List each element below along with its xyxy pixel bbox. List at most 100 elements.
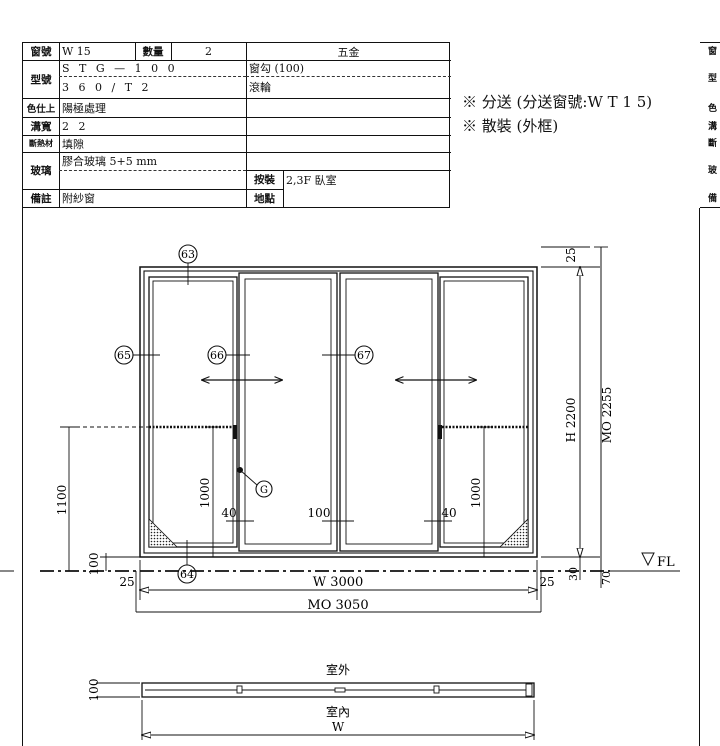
callout-65: 65 (114, 345, 160, 365)
plan-mullion (433, 685, 440, 694)
jointing-value: 填隙 (62, 137, 84, 151)
dim-2255-text: MO 2255 (600, 387, 614, 443)
plan-mullion (236, 685, 243, 694)
note-delivery: ※ 分送 (分送窗號:W T 1 5) (462, 93, 653, 111)
plan-mullion (334, 687, 346, 693)
table-vline (171, 43, 172, 61)
drawing-frame (22, 208, 700, 746)
table-vline (246, 43, 247, 207)
dim-1000-left-text: 1000 (198, 478, 212, 509)
edge-label: 玻 (708, 166, 718, 176)
corner-hatch-left (148, 518, 178, 548)
remarks-value: 附紗窗 (62, 192, 95, 205)
latch-left (233, 425, 237, 439)
table-vline (283, 170, 284, 207)
glass-center-right (345, 278, 433, 545)
dim-40-left-text: 40 (221, 506, 236, 520)
dim-25-left-text: 25 (119, 575, 134, 589)
exterior-label: 室外 (326, 662, 350, 677)
glass-label: 玻璃 (30, 165, 52, 177)
latch-right (438, 425, 442, 439)
edge-label: 備 (708, 194, 718, 204)
spec-table: 窗號 W 15 數量 2 五金 型號 S T G — 1 0 0 3 6 0 /… (22, 42, 451, 208)
corner-hatch-right (499, 518, 529, 548)
groove-value: 2 2 (62, 119, 89, 133)
fl-symbol (641, 552, 655, 567)
window-no-value: W 15 (62, 45, 91, 58)
dim-3000-text: W 3000 (313, 575, 364, 590)
finish-value: 陽極處理 (62, 101, 106, 115)
callout-67-text: 67 (357, 349, 371, 362)
plan-depth-text: 100 (87, 679, 101, 702)
edge-label: 溝 (708, 122, 718, 132)
dim-25-right-text: 25 (539, 575, 554, 589)
table-hline (246, 170, 451, 171)
install-value: 2,3F 臥室 (286, 173, 337, 187)
dim-100-mid-text: 100 (308, 506, 331, 520)
edge-label: 色 (708, 104, 718, 114)
install-label-1: 按裝 (254, 174, 275, 186)
plan-frame (141, 682, 535, 698)
sash-left (148, 276, 238, 548)
plan-jamb (525, 683, 533, 697)
fl-label: FL (657, 555, 675, 570)
model-label: 型號 (30, 73, 52, 86)
dim-100-text: 100 (87, 553, 101, 576)
dim-1100-text: 1100 (55, 485, 69, 516)
callout-63: 63 (178, 244, 198, 285)
callout-64-text: 64 (180, 568, 194, 581)
groove-label: 溝寬 (30, 120, 52, 133)
table-hline (23, 98, 451, 99)
outer-frame (139, 266, 538, 558)
inner-frame (143, 270, 534, 554)
callout-66: 66 (207, 345, 250, 365)
callout-g-text: G (260, 485, 268, 496)
callout-67: 67 (322, 345, 374, 365)
table-hline (23, 135, 451, 136)
sash-center-right (339, 272, 439, 552)
hardware-item-1: 窗勾 (100) (249, 62, 305, 75)
table-hline (23, 189, 246, 190)
sash-center-left (238, 272, 338, 552)
dim-2200-text: H 2200 (564, 398, 578, 443)
hardware-header: 五金 (337, 45, 360, 59)
glass-left (152, 280, 234, 544)
callout-63-text: 63 (181, 248, 195, 261)
dim-3050-text: MO 3050 (307, 598, 368, 613)
jointing-label: 斷熱材 (29, 138, 53, 148)
table-vline (59, 43, 60, 207)
interior-label: 室內 (326, 704, 350, 719)
note-loose: ※ 散裝 (外框) (462, 117, 559, 135)
plan-w-text: W (332, 720, 345, 734)
glass-value: 膠合玻璃 5+5 mm (62, 155, 158, 168)
window-no-label: 窗號 (30, 46, 52, 58)
edge-label: 窗 (708, 47, 718, 57)
table-hline (246, 152, 451, 153)
adjacent-table-edge: 窗 型 色 溝 斷 玻 備 (700, 42, 720, 208)
dim-1000-right-text: 1000 (469, 478, 483, 509)
table-hline (246, 76, 451, 77)
quantity-value: 2 (205, 45, 212, 58)
table-hline (23, 60, 451, 61)
callout-66-text: 66 (210, 349, 224, 362)
edge-label: 型 (708, 74, 718, 84)
table-hline (59, 170, 246, 171)
glass-center-left (244, 278, 332, 545)
remarks-label: 備註 (30, 192, 52, 205)
install-label-2: 地點 (254, 192, 275, 205)
finish-label: 色仕上 (26, 103, 56, 115)
model-value-1: S T G — 1 0 0 (62, 61, 178, 75)
notes: ※ 分送 (分送窗號:W T 1 5) ※ 散裝 (外框) (462, 90, 652, 138)
callout-g: G (237, 467, 273, 498)
dim-70-text: 70 (600, 571, 613, 585)
table-hline (59, 76, 246, 77)
table-hline (246, 189, 283, 190)
hardware-item-2: 滾輪 (249, 81, 271, 94)
table-vline (135, 43, 136, 61)
dim-25-top-text: 25 (564, 247, 578, 262)
dim-30-text: 30 (567, 567, 580, 581)
quantity-label: 數量 (142, 46, 164, 58)
dim-40-right-text: 40 (441, 506, 456, 520)
